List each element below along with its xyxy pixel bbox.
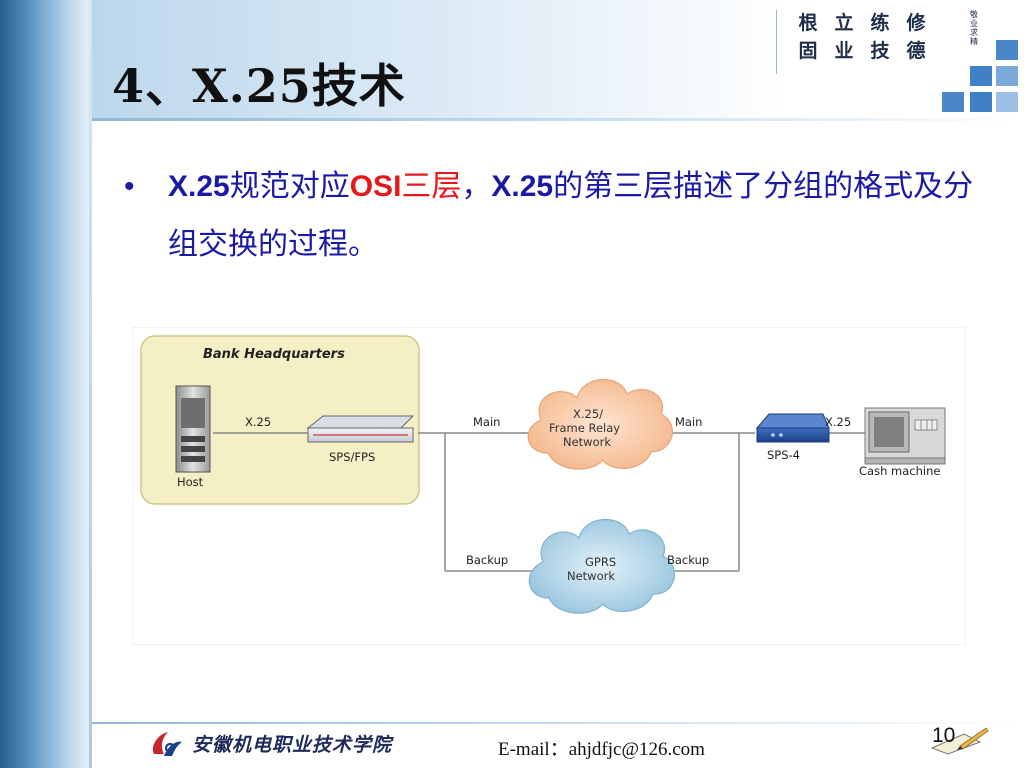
- bullet-point: • X.25规范对应OSI三层，X.25的第三层描述了分组的格式及分组交换的过程…: [124, 158, 984, 274]
- school-name: 安徽机电职业技术学院: [192, 734, 393, 756]
- bullet-text: X.25规范对应OSI三层，X.25的第三层描述了分组的格式及分组交换的过程。: [168, 158, 984, 274]
- host-label: Host: [177, 475, 204, 489]
- cloud-x25-frame-relay: X.25/ Frame Relay Network: [527, 378, 673, 470]
- cloud-top-line-2: Frame Relay: [549, 421, 620, 435]
- cloud-gprs: GPRS Network: [528, 518, 675, 614]
- motto-small-text: 敬业求精: [970, 10, 978, 46]
- school-logo-icon: [152, 732, 182, 756]
- host-server-icon: [175, 385, 211, 473]
- cloud-top-line-1: X.25/: [573, 407, 603, 421]
- left-decor-bar: [0, 0, 92, 768]
- bullet-text-segment: 规范对应: [229, 170, 350, 203]
- bullet-highlight-layers: 三层: [401, 170, 462, 203]
- motto-char: 修: [906, 12, 926, 34]
- cash-machine-icon: [864, 407, 946, 465]
- motto-char: 根: [798, 12, 818, 34]
- motto-char: 练: [870, 12, 890, 34]
- cash-machine-label: Cash machine: [859, 464, 940, 478]
- bullet-text-segment: X.25: [168, 170, 230, 203]
- backup-left-label: Backup: [466, 553, 508, 567]
- group-label: Bank Headquarters: [203, 347, 345, 362]
- page-number: 10: [932, 724, 956, 747]
- backup-right-label: Backup: [667, 553, 709, 567]
- main-right-label: Main: [675, 415, 702, 429]
- motto-char: 德: [906, 40, 926, 62]
- footer-divider: [92, 722, 1024, 724]
- header-band: [92, 0, 1024, 118]
- network-diagram: Bank Headquarters Host SPS/FPS X.25 X.25…: [133, 328, 965, 644]
- bullet-text-segment: X.25: [491, 170, 554, 203]
- sps-fps-device-icon: [306, 415, 415, 443]
- sps-fps-label: SPS/FPS: [329, 450, 375, 464]
- x25-right-label: X.25: [825, 415, 851, 429]
- cloud-top-line-3: Network: [563, 435, 611, 449]
- motto-char: 业: [834, 40, 854, 62]
- cloud-bottom-line-1: GPRS: [585, 555, 616, 569]
- bullet-dot: •: [124, 170, 135, 203]
- motto-char: 固: [798, 40, 818, 62]
- motto-char: 立: [834, 12, 854, 34]
- sps4-label: SPS-4: [767, 448, 800, 462]
- x25-left-label: X.25: [245, 415, 271, 429]
- bullet-highlight-osi: OSI: [349, 170, 402, 203]
- bullet-text-segment: 的第三层描述了分组的格式及分组交换的过程。: [168, 170, 974, 261]
- sps4-device-icon: [755, 413, 830, 443]
- motto-divider: [776, 10, 777, 74]
- motto-char: 技: [870, 40, 890, 62]
- school-motto: 根 立 练 修 固 业 技 德: [790, 8, 940, 68]
- header-divider: [92, 118, 1024, 121]
- cloud-bottom-line-2: Network: [567, 569, 615, 583]
- pencil-note-icon: [930, 727, 989, 755]
- main-left-label: Main: [473, 415, 500, 429]
- footer-email: E-mail：ahjdfjc@126.com: [498, 739, 705, 760]
- bullet-text-segment: ，: [461, 170, 492, 203]
- page-title: 4、X.25技术: [112, 59, 406, 113]
